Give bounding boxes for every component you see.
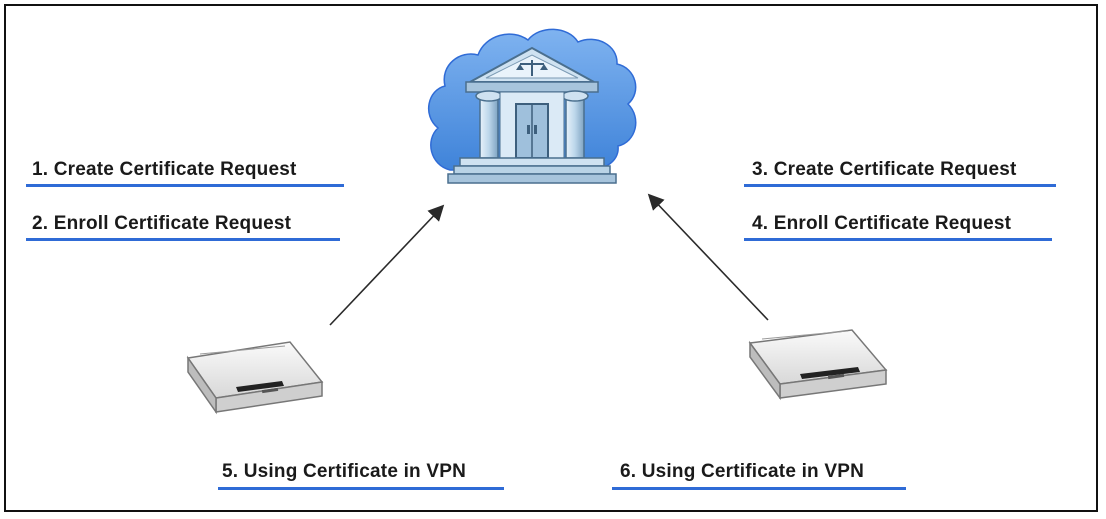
vpn-router-icon-right bbox=[748, 329, 888, 401]
step-3-underline bbox=[744, 184, 1056, 187]
step-2-label: 2. Enroll Certificate Request bbox=[32, 213, 292, 234]
step-1-underline bbox=[26, 184, 344, 187]
step-6-label: 6. Using Certificate in VPN bbox=[620, 461, 865, 482]
step-2-underline bbox=[26, 238, 340, 241]
vpn-router-icon-left bbox=[186, 341, 324, 415]
step-5-underline bbox=[218, 487, 504, 490]
step-4-label: 4. Enroll Certificate Request bbox=[752, 213, 1012, 234]
arrow-right-device-to-ca bbox=[647, 193, 769, 321]
certificate-authority-building-icon bbox=[427, 28, 637, 184]
arrow-left-device-to-ca bbox=[329, 204, 445, 326]
step-5-label: 5. Using Certificate in VPN bbox=[222, 461, 467, 482]
step-3-label: 3. Create Certificate Request bbox=[752, 159, 1017, 180]
step-1-label: 1. Create Certificate Request bbox=[32, 159, 297, 180]
scale-emblem-icon bbox=[516, 60, 548, 76]
step-4-underline bbox=[744, 238, 1052, 241]
step-6-underline bbox=[612, 487, 906, 490]
